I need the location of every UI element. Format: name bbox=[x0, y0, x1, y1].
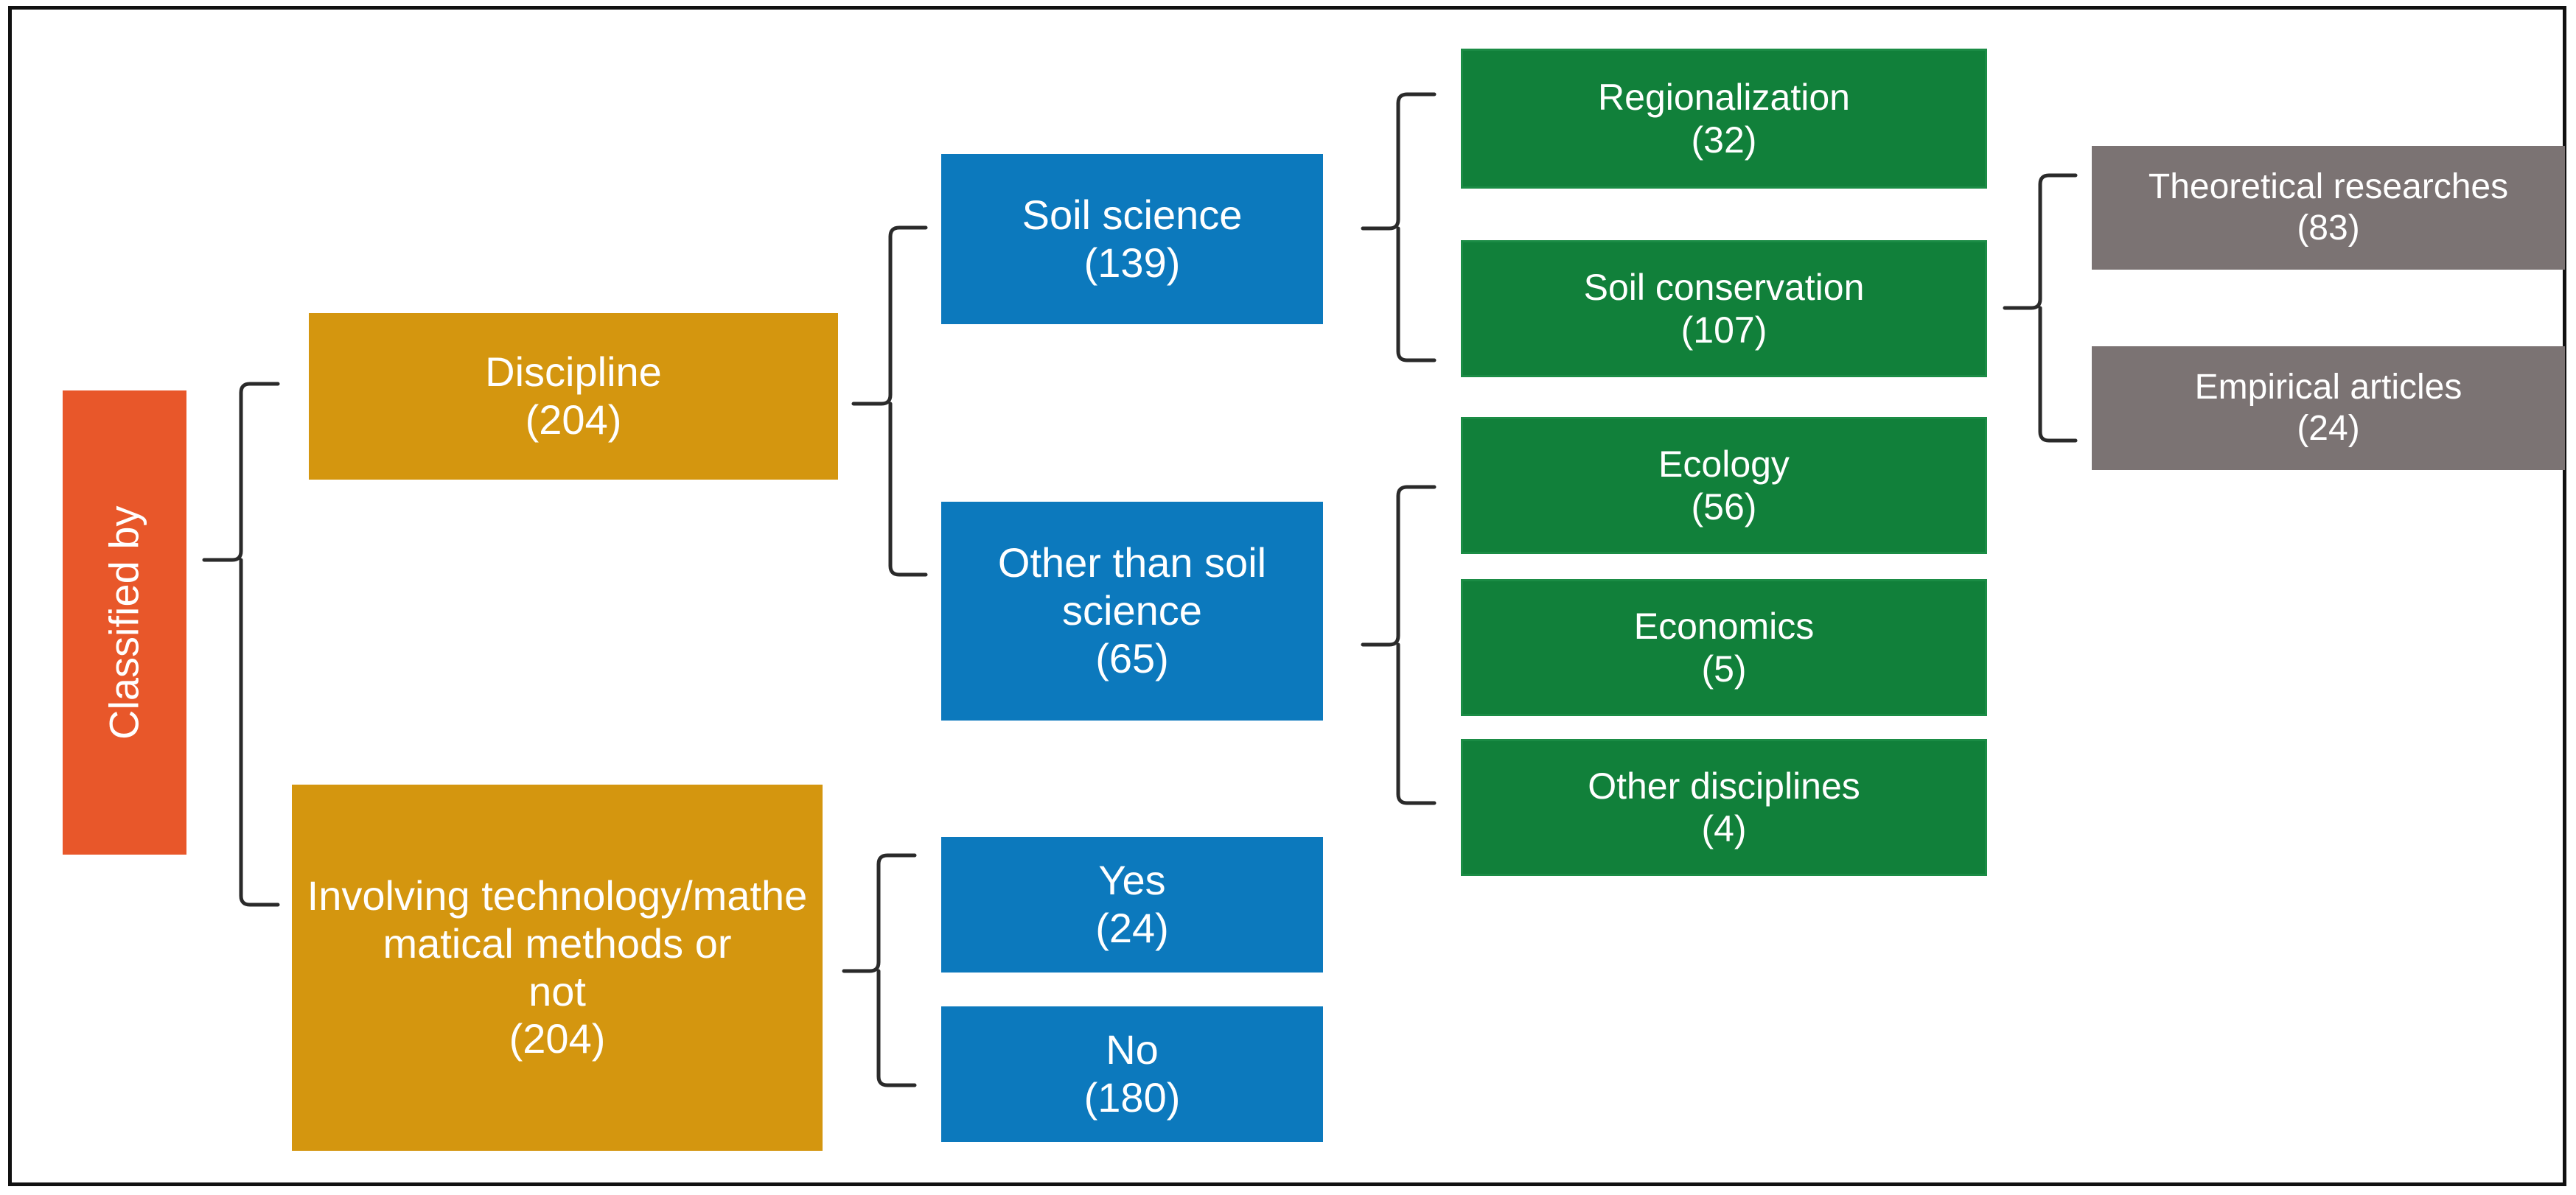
node-empirical-articles-label: Empirical articles bbox=[2194, 368, 2462, 407]
node-soil-science-label: Soil science bbox=[1022, 191, 1243, 238]
node-economics-count: (5) bbox=[1701, 648, 1747, 690]
node-no-count: (180) bbox=[1083, 1074, 1181, 1121]
bracket-soil-conservation-to-level4 bbox=[2003, 173, 2078, 443]
node-ecology-label: Ecology bbox=[1658, 444, 1790, 485]
node-empirical-articles[interactable]: Empirical articles (24) bbox=[2092, 346, 2565, 470]
bracket-other-disciplines-to-level3 bbox=[1361, 485, 1437, 805]
node-other-disciplines[interactable]: Other disciplines (4) bbox=[1461, 739, 1987, 876]
node-discipline-label: Discipline bbox=[485, 348, 662, 396]
node-soil-science[interactable]: Soil science (139) bbox=[941, 154, 1323, 324]
node-regionalization[interactable]: Regionalization (32) bbox=[1461, 49, 1987, 189]
node-regionalization-label: Regionalization bbox=[1598, 77, 1850, 118]
bracket-discipline-to-level2 bbox=[851, 225, 928, 577]
node-discipline-count: (204) bbox=[525, 396, 622, 443]
bracket-root-to-level1 bbox=[202, 382, 280, 907]
node-economics[interactable]: Economics (5) bbox=[1461, 579, 1987, 716]
node-theoretical-researches-label: Theoretical researches bbox=[2148, 167, 2509, 207]
node-ecology-count: (56) bbox=[1691, 486, 1757, 528]
node-theoretical-researches[interactable]: Theoretical researches (83) bbox=[2092, 146, 2565, 270]
node-involving-methods-label: Involving technology/mathe matical metho… bbox=[307, 872, 808, 1014]
node-soil-conservation-label: Soil conservation bbox=[1583, 267, 1865, 308]
bracket-methods-to-level2 bbox=[842, 853, 917, 1087]
node-involving-methods-count: (204) bbox=[509, 1015, 606, 1062]
node-other-than-soil-science-label: Other than soil science bbox=[997, 539, 1267, 634]
node-yes-count: (24) bbox=[1095, 905, 1169, 951]
node-classified-by[interactable]: Classified by bbox=[63, 390, 186, 855]
node-regionalization-count: (32) bbox=[1691, 119, 1757, 161]
node-no[interactable]: No (180) bbox=[941, 1006, 1323, 1142]
node-economics-label: Economics bbox=[1633, 606, 1815, 647]
node-soil-conservation[interactable]: Soil conservation (107) bbox=[1461, 240, 1987, 377]
node-classified-by-label: Classified by bbox=[100, 505, 147, 740]
node-other-than-soil-science-count: (65) bbox=[1095, 634, 1169, 681]
node-other-than-soil-science[interactable]: Other than soil science (65) bbox=[941, 502, 1323, 721]
node-no-label: No bbox=[1106, 1026, 1159, 1073]
node-empirical-articles-count: (24) bbox=[2297, 409, 2360, 448]
bracket-soil-science-to-level3 bbox=[1361, 92, 1437, 362]
node-soil-conservation-count: (107) bbox=[1680, 309, 1767, 351]
node-yes[interactable]: Yes (24) bbox=[941, 837, 1323, 973]
node-discipline[interactable]: Discipline (204) bbox=[309, 313, 838, 480]
node-theoretical-researches-count: (83) bbox=[2297, 208, 2360, 248]
node-soil-science-count: (139) bbox=[1083, 239, 1181, 286]
node-ecology[interactable]: Ecology (56) bbox=[1461, 417, 1987, 554]
node-involving-methods[interactable]: Involving technology/mathe matical metho… bbox=[292, 785, 823, 1151]
node-other-disciplines-label: Other disciplines bbox=[1588, 765, 1860, 807]
node-yes-label: Yes bbox=[1098, 857, 1166, 904]
node-other-disciplines-count: (4) bbox=[1701, 808, 1747, 849]
